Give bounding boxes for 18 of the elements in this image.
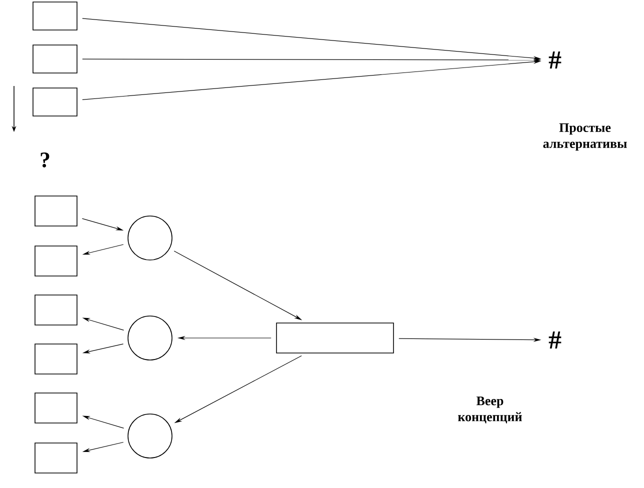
circle — [128, 216, 172, 260]
hash-symbol: # — [548, 51, 562, 69]
empty-box — [34, 246, 78, 276]
empty-box — [34, 442, 78, 474]
empty-box — [34, 294, 78, 326]
empty-box — [34, 392, 78, 424]
circle — [128, 414, 172, 458]
hash-symbol: # — [548, 331, 562, 349]
empty-box — [32, 2, 78, 30]
caption-text: Простые альтернативы — [543, 123, 627, 151]
empty-box — [276, 322, 394, 354]
empty-box — [34, 196, 78, 226]
circle — [128, 316, 172, 360]
caption-text: Веер концепций — [458, 396, 522, 424]
empty-box — [32, 44, 78, 74]
empty-box — [34, 344, 78, 374]
empty-box — [32, 88, 78, 116]
question-mark: ? — [40, 152, 50, 168]
